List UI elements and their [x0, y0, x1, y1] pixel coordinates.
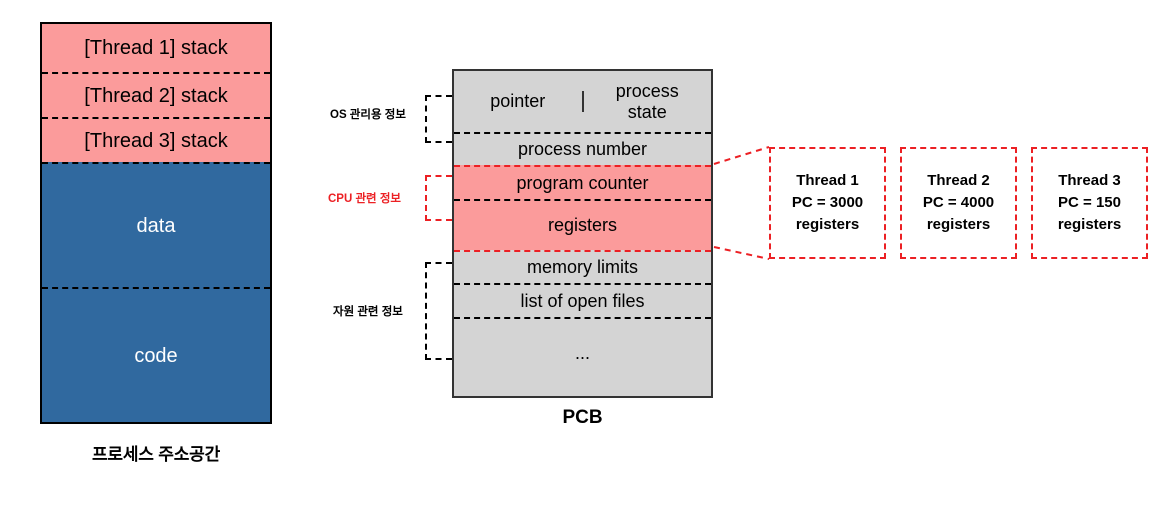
pcb-row-ellipsis: ... — [454, 317, 711, 396]
process-address-space: [Thread 1] stack [Thread 2] stack [Threa… — [40, 22, 272, 424]
bracket-os-info — [425, 95, 452, 143]
pcb-box: pointer process state process number pro… — [452, 69, 713, 398]
segment-data: data — [42, 162, 270, 287]
pcb-caption: PCB — [562, 407, 603, 428]
thread-box-1: Thread 1 PC = 3000 registers — [769, 147, 886, 259]
pcb-row-label: list of open files — [520, 290, 645, 311]
thread-name: Thread 2 — [927, 172, 990, 190]
pcb-cell-label: pointer — [490, 91, 546, 112]
pcb-cell-process-state: process state — [584, 81, 712, 122]
pcb-row-memory-limits: memory limits — [454, 250, 711, 283]
thread-pc: PC = 150 — [1058, 194, 1121, 212]
address-space-caption: 프로세스 주소공간 — [91, 445, 221, 464]
label-cpu-info: CPU 관련 정보 — [328, 193, 401, 205]
thread-name: Thread 3 — [1058, 172, 1121, 190]
segment-thread-1-stack: [Thread 1] stack — [42, 24, 270, 72]
thread-box-3: Thread 3 PC = 150 registers — [1031, 147, 1148, 259]
thread-registers: registers — [1057, 215, 1122, 233]
segment-label: code — [134, 344, 178, 367]
bracket-resource-info — [425, 262, 452, 360]
segment-label: [Thread 2] stack — [84, 84, 228, 107]
pcb-row-pointer-state: pointer process state — [454, 71, 711, 132]
connector-line-top — [713, 146, 770, 165]
segment-thread-3-stack: [Thread 3] stack — [42, 117, 270, 162]
pcb-row-label: ... — [574, 343, 590, 363]
label-resource-info: 자원 관련 정보 — [333, 306, 403, 318]
segment-label: [Thread 3] stack — [84, 129, 228, 152]
thread-registers: registers — [795, 215, 860, 233]
thread-registers: registers — [926, 215, 991, 233]
pcb-row-label: process number — [517, 139, 648, 159]
thread-pc: PC = 3000 — [791, 194, 864, 212]
segment-thread-2-stack: [Thread 2] stack — [42, 72, 270, 117]
pcb-row-label: program counter — [516, 172, 649, 193]
thread-box-2: Thread 2 PC = 4000 registers — [900, 147, 1017, 259]
segment-label: data — [136, 214, 176, 237]
pcb-row-program-counter: program counter — [454, 165, 711, 199]
segment-code: code — [42, 287, 270, 422]
pcb-cell-pointer: pointer — [454, 91, 584, 112]
label-os-info: OS 관리용 정보 — [330, 109, 406, 121]
connector-line-bottom — [713, 246, 770, 260]
segment-label: [Thread 1] stack — [84, 37, 228, 59]
bracket-cpu-info — [425, 175, 452, 221]
pcb-row-label: registers — [547, 215, 618, 235]
thread-name: Thread 1 — [796, 172, 859, 190]
pcb-row-registers: registers — [454, 199, 711, 250]
pcb-cell-label: process state — [615, 80, 679, 122]
pcb-row-label: memory limits — [527, 257, 638, 277]
pcb-row-process-number: process number — [454, 132, 711, 165]
pcb-row-open-files: list of open files — [454, 283, 711, 317]
thread-pc: PC = 4000 — [922, 194, 995, 212]
